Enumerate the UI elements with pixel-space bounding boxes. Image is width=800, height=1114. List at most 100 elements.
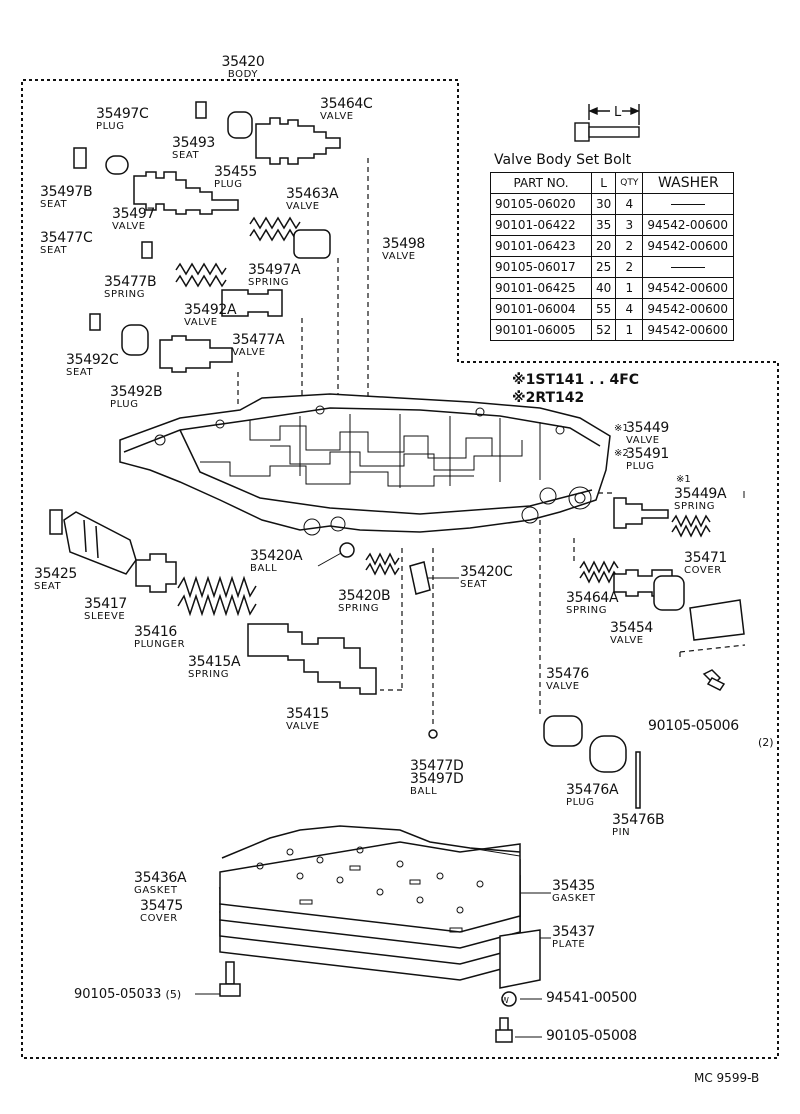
- part-desc: SEAT: [34, 581, 62, 592]
- part-desc: PLUG: [566, 797, 595, 808]
- part-number: 35471: [684, 550, 728, 566]
- note-text: ST141 . . 4FC: [535, 372, 640, 388]
- part-desc: PLUG: [626, 461, 655, 472]
- part-desc: VALVE: [112, 221, 146, 232]
- bottom-fasteners: [219, 961, 517, 1043]
- diagram-code: MC 9599-B: [694, 1071, 760, 1085]
- part-number: 35420C: [460, 564, 513, 580]
- part-number: 35455: [214, 164, 258, 180]
- part-desc: VALVE: [286, 201, 320, 212]
- part-number: 35420B: [338, 588, 391, 604]
- bolt-table-title: Valve Body Set Bolt: [494, 152, 632, 168]
- part-number-35497d: 35497D: [410, 771, 464, 787]
- cell-part: 90101-06004: [490, 298, 592, 320]
- part-desc: SPRING: [338, 603, 380, 614]
- part-number: 35477A: [232, 332, 285, 348]
- part-desc: BALL: [250, 563, 278, 574]
- part-number: 35437: [552, 924, 596, 940]
- part-desc: SEAT: [40, 245, 68, 256]
- part-desc: SPRING: [566, 605, 608, 616]
- part-number: 35497: [112, 206, 156, 222]
- part-number: 35497C: [96, 106, 149, 122]
- part-desc: SEAT: [172, 150, 200, 161]
- part-desc: COVER: [684, 565, 722, 576]
- part-number: 35492B: [110, 384, 163, 400]
- note-1: ※1ST141 . . 4FC: [512, 372, 639, 388]
- no-washer-dash: [671, 204, 706, 205]
- note-mark: ※2: [512, 390, 536, 406]
- part-desc: PLUNGER: [134, 639, 186, 650]
- part-desc: GASKET: [134, 885, 178, 896]
- part-number: 35420: [221, 54, 265, 70]
- valve-body-casting: [119, 393, 611, 536]
- bolt-number: 90105-05006: [648, 718, 739, 734]
- label-90105-05008: 90105-05008: [546, 1029, 637, 1043]
- part-desc: SLEEVE: [84, 611, 126, 622]
- part-desc: PIN: [612, 827, 631, 838]
- cell-qty: 1: [615, 277, 644, 299]
- bolt-dimension-label: L: [614, 105, 622, 120]
- part-desc: VALVE: [320, 111, 354, 122]
- bolt-qty: (5): [165, 988, 182, 1001]
- note-mark: ※1: [512, 372, 536, 388]
- part-number: 35436A: [134, 870, 187, 886]
- cell-part: 90101-06005: [490, 319, 592, 341]
- label-35420: 35420 BODY: [212, 54, 274, 80]
- cell-qty: 2: [615, 235, 644, 257]
- cell-qty: 1: [615, 319, 644, 341]
- part-desc: SPRING: [188, 669, 230, 680]
- cell-washer: 94542-00600: [642, 319, 735, 341]
- part-number: 35492C: [66, 352, 119, 368]
- plate-stack: [219, 825, 541, 989]
- note-2: ※2RT142: [512, 390, 584, 406]
- part-desc: GASKET: [552, 893, 596, 904]
- cell-qty: 4: [615, 193, 644, 215]
- cell-l: 25: [590, 256, 617, 278]
- bolt-dimension-icon: [574, 104, 640, 142]
- part-number: 35498: [382, 236, 426, 252]
- part-desc: PLUG: [96, 121, 125, 132]
- star-mark-35449: ※1: [614, 423, 629, 434]
- part-number: 35477C: [40, 230, 93, 246]
- washer-number: 94541-00500: [546, 990, 637, 1006]
- label-90105-05033: 90105-05033 (5): [74, 988, 181, 1001]
- part-number-35477d: 35477D: [410, 758, 464, 774]
- part-desc: SEAT: [460, 579, 488, 590]
- cell-l: 35: [590, 214, 617, 236]
- part-desc: VALVE: [626, 435, 660, 446]
- part-desc: SPRING: [104, 289, 146, 300]
- part-desc: VALVE: [546, 681, 580, 692]
- cell-qty: 2: [615, 256, 644, 278]
- part-desc-ball: BALL: [410, 786, 438, 797]
- part-desc: VALVE: [286, 721, 320, 732]
- part-number: 35492A: [184, 302, 237, 318]
- part-number: 35497A: [248, 262, 301, 278]
- cell-l: 40: [590, 277, 617, 299]
- cell-l: 20: [590, 235, 617, 257]
